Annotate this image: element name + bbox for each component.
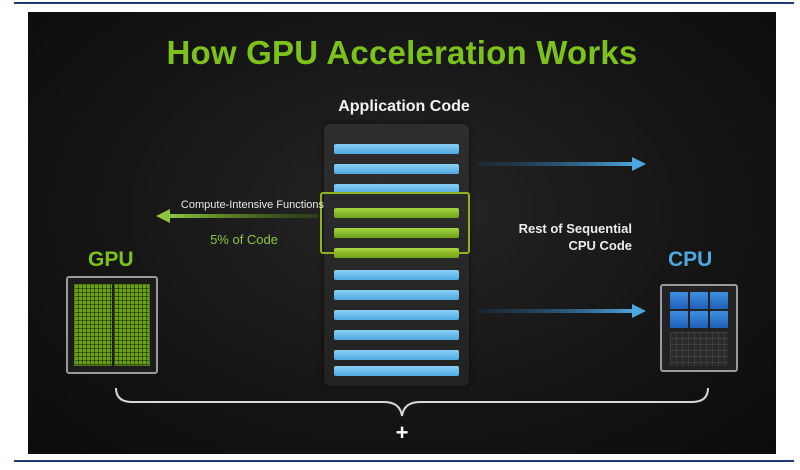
plus-sign: + (395, 420, 409, 445)
cpu-core (670, 311, 688, 328)
code-block-sequential (334, 270, 459, 280)
top-rule (14, 2, 794, 4)
sequential-code-label-line2: CPU Code (568, 238, 632, 253)
code-block-sequential (334, 164, 459, 174)
code-block-sequential (334, 330, 459, 340)
gpu-chip-icon (66, 276, 158, 374)
cpu-arrow-lower (478, 304, 646, 318)
gpu-offload-arrow (156, 209, 318, 223)
bottom-rule (14, 460, 794, 462)
cpu-core (710, 292, 728, 309)
application-code-label: Application Code (338, 98, 470, 115)
compute-intensive-highlight (320, 192, 470, 254)
code-block-sequential (334, 310, 459, 320)
code-block-sequential (334, 350, 459, 360)
slide: How GPU Acceleration Works Application C… (28, 12, 776, 454)
code-block-sequential (334, 144, 459, 154)
gpu-chip-divider (112, 284, 114, 366)
diagram-arrows (115, 157, 709, 417)
cpu-arrow-upper (478, 157, 646, 171)
code-block-sequential (334, 184, 459, 194)
cpu-cores (670, 292, 728, 328)
application-code-column (324, 124, 469, 386)
cpu-cache (670, 332, 728, 366)
sequential-code-label: Rest of Sequential CPU Code (496, 220, 632, 254)
cpu-chip-icon (660, 284, 738, 372)
code-block-compute-intensive (334, 208, 459, 218)
code-block-sequential (334, 366, 459, 376)
sequential-code-label-line1: Rest of Sequential (518, 221, 632, 236)
gpu-label: GPU (88, 248, 134, 271)
cpu-core (690, 292, 708, 309)
cpu-core (710, 311, 728, 328)
code-block-compute-intensive (334, 228, 459, 238)
slide-title: How GPU Acceleration Works (166, 34, 638, 71)
cpu-core (690, 311, 708, 328)
percent-of-code-label: 5% of Code (210, 232, 278, 247)
code-block-sequential (334, 290, 459, 300)
cpu-core (670, 292, 688, 309)
cpu-label: CPU (668, 248, 713, 271)
combine-brace (115, 387, 709, 417)
compute-intensive-label: Compute-Intensive Functions (180, 199, 324, 211)
